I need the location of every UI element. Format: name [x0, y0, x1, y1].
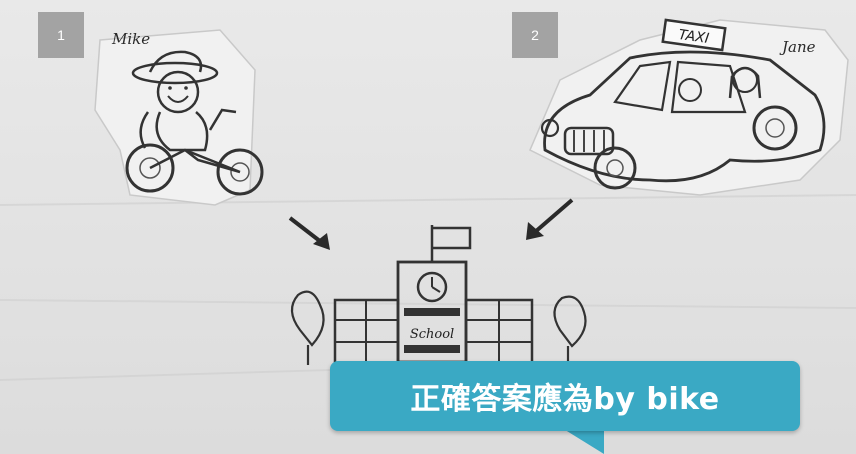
- arrow-icon: [288, 216, 330, 250]
- school-sign-text: School: [410, 327, 454, 342]
- arrow-icon: [526, 198, 574, 240]
- bicycle-rider-drawing: [94, 29, 264, 206]
- answer-callout: 正確答案應為by bike: [330, 361, 800, 431]
- school-building-drawing: School: [290, 225, 587, 366]
- paper-texture: [0, 194, 856, 381]
- name-label-jane: Jane: [782, 38, 816, 56]
- answer-callout-text: 正確答案應為by bike: [410, 382, 720, 417]
- question-number-badge-1: 1: [38, 12, 84, 58]
- callout-tail: [562, 428, 604, 454]
- taxi-drawing: TAXI: [529, 18, 849, 196]
- taxi-sign-text: TAXI: [677, 27, 710, 47]
- name-label-mike: Mike: [112, 30, 151, 48]
- question-number-badge-2: 2: [512, 12, 558, 58]
